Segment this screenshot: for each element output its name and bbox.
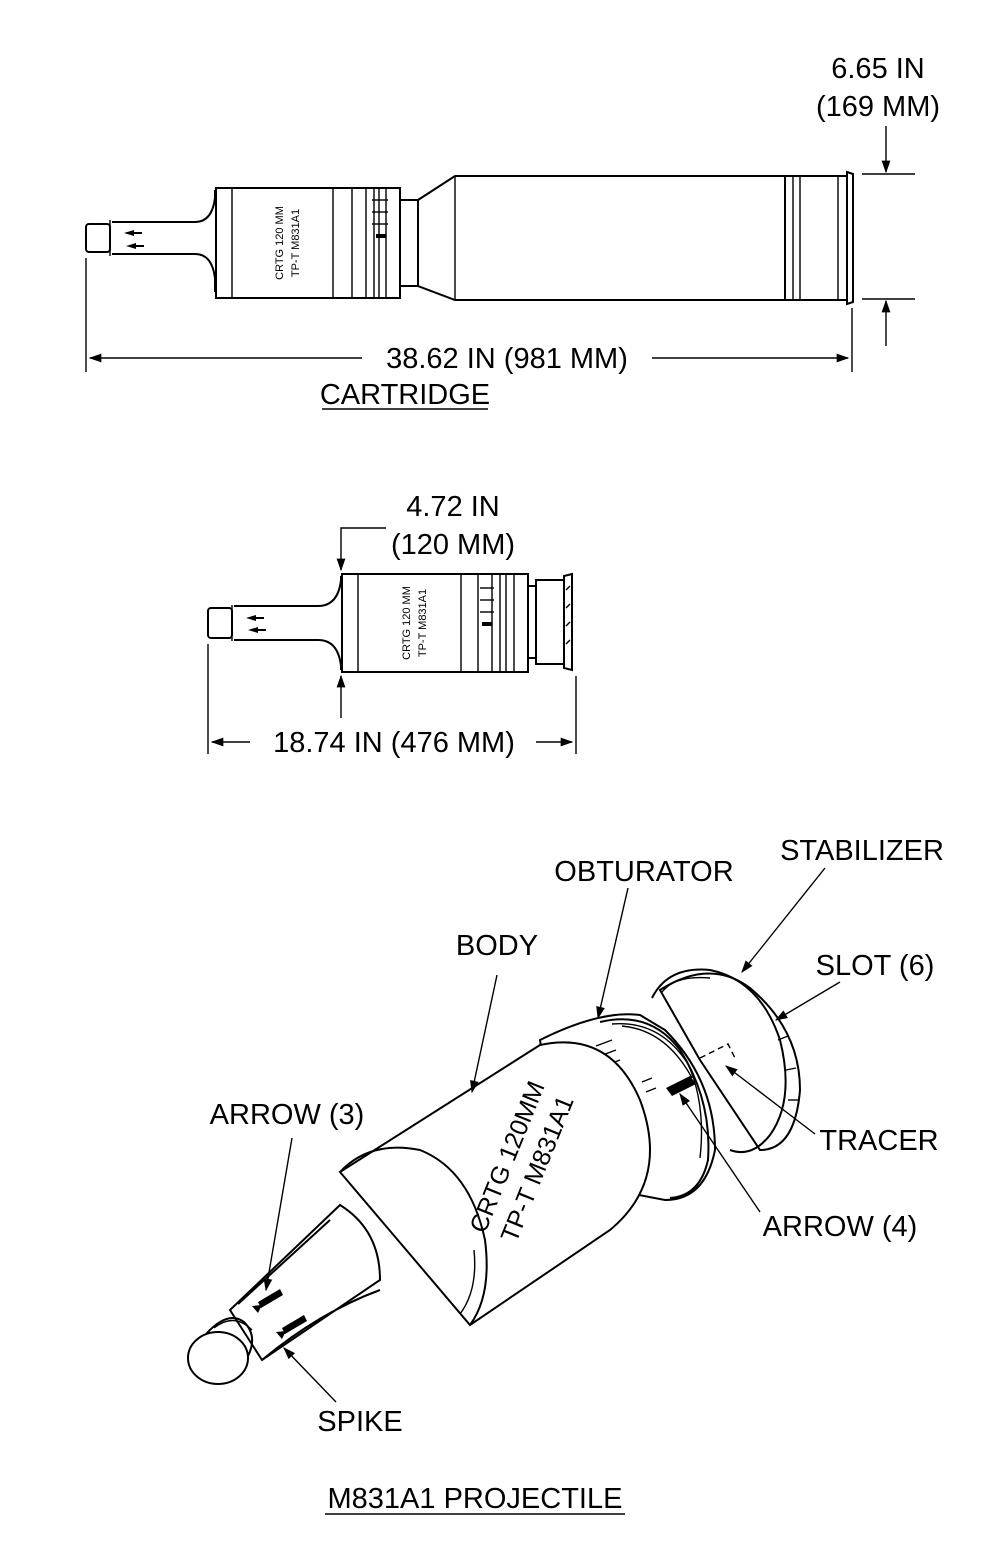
cartridge-diameter-dimension: 6.65 IN (169 MM) <box>816 53 940 346</box>
callout-arrow4-label: ARROW (4) <box>763 1211 918 1243</box>
cartridge-diameter-in: 6.65 IN <box>831 53 925 85</box>
callout-slot: SLOT (6) <box>774 950 935 1021</box>
callout-arrow3: ARROW (3) <box>210 1099 365 1292</box>
callout-arrow3-label: ARROW (3) <box>210 1099 365 1131</box>
cartridge-title-text: CARTRIDGE <box>320 379 490 411</box>
cartridge-length-label: 38.62 IN (981 MM) <box>386 343 628 375</box>
projectile-side-length-label: 18.74 IN (476 MM) <box>273 727 515 759</box>
projectile-side-length-dimension: 18.74 IN (476 MM) <box>207 644 577 759</box>
cartridge-title: CARTRIDGE <box>320 379 490 411</box>
cartridge-marking-2: TP-T M831A1 <box>290 209 302 277</box>
callout-obturator: OBTURATOR <box>554 856 734 1020</box>
projectile-side-marking-2: TP-T M831A1 <box>417 589 429 657</box>
projectile-side-drawing: CRTG 120 MM TP-T M831A1 <box>207 572 573 673</box>
callout-arrow4: ARROW (4) <box>679 1092 918 1243</box>
callout-spike: SPIKE <box>283 1347 403 1438</box>
projectile-title-text: M831A1 PROJECTILE <box>328 1483 623 1515</box>
cartridge-diameter-mm: (169 MM) <box>816 91 940 123</box>
projectile-side-marking-1: CRTG 120 MM <box>401 586 413 660</box>
projectile-side-diameter-dimension: 4.72 IN (120 MM) <box>336 491 515 718</box>
cartridge-length-dimension: 38.62 IN (981 MM) <box>85 258 853 375</box>
projectile-iso-drawing: CRTG 120MM TP-T M831A1 <box>187 968 802 1385</box>
callout-spike-label: SPIKE <box>317 1406 402 1438</box>
cartridge-marking-1: CRTG 120 MM <box>274 206 286 280</box>
cartridge-drawing: CRTG 120 MM TP-T M831A1 <box>85 170 854 306</box>
projectile-title: M831A1 PROJECTILE <box>325 1483 625 1515</box>
callout-stabilizer-label: STABILIZER <box>780 835 944 867</box>
callout-tracer: TRACER <box>724 1065 939 1157</box>
callout-obturator-label: OBTURATOR <box>554 856 733 888</box>
projectile-side-diameter-mm: (120 MM) <box>391 529 515 561</box>
callout-slot-label: SLOT (6) <box>816 950 935 982</box>
callout-stabilizer: STABILIZER <box>741 835 944 973</box>
callout-body: BODY <box>456 930 538 1094</box>
callout-body-label: BODY <box>456 930 538 962</box>
projectile-side-diameter-in: 4.72 IN <box>406 491 500 523</box>
callout-tracer-label: TRACER <box>819 1125 938 1157</box>
